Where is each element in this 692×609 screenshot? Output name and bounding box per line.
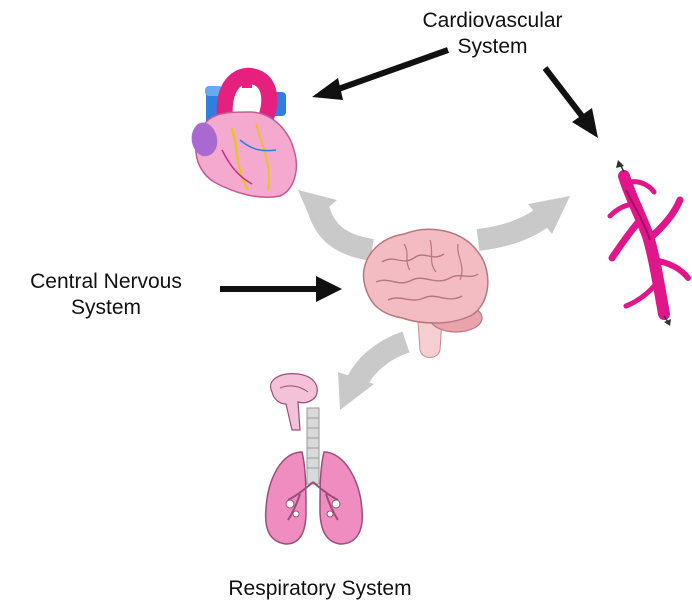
respiratory-system-label: Respiratory System (205, 576, 435, 602)
arrow-cns-to-brain (220, 276, 342, 302)
gray-arrow-brain-to-vessel (478, 196, 570, 240)
heart-icon (192, 70, 297, 197)
cardiovascular-label-line2: System (400, 34, 585, 60)
cns-label-line2: System (6, 295, 206, 321)
gray-arrow-brain-to-lungs (338, 342, 406, 410)
cardiovascular-label-line1: Cardiovascular (400, 8, 585, 34)
blood-vessel-icon (610, 160, 688, 326)
arrow-cardio-to-vessel (545, 68, 598, 138)
central-nervous-system-label: Central Nervous System (6, 269, 206, 321)
cardiovascular-system-label: Cardiovascular System (400, 8, 585, 60)
brain-icon (363, 229, 487, 357)
gray-arrow-brain-to-heart (298, 190, 372, 250)
cns-label-line1: Central Nervous (6, 269, 206, 295)
